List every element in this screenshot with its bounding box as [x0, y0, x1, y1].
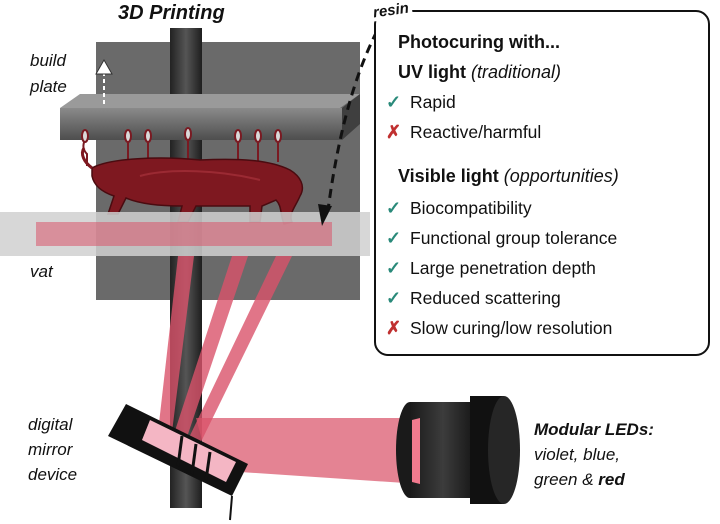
- dmd-label-line1: digital: [28, 415, 73, 434]
- diagram-title: 3D Printing: [118, 2, 225, 24]
- resin-pointer-arrowhead: [318, 204, 332, 226]
- build-plate-side: [342, 94, 360, 140]
- build-plate-label: build plate: [30, 48, 67, 100]
- led-line3: green & red: [534, 467, 654, 492]
- visible-item: ✓ Large penetration depth: [386, 258, 596, 279]
- digital-mirror-device: [108, 404, 248, 521]
- check-icon: ✓: [386, 288, 402, 308]
- visible-heading-bold: Visible light: [398, 166, 499, 186]
- uv-heading: UV light (traditional): [398, 62, 561, 83]
- uv-heading-bold: UV light: [398, 62, 466, 82]
- cross-icon: ✗: [386, 122, 402, 142]
- visible-heading: Visible light (opportunities): [398, 166, 619, 187]
- support-hooks: [81, 127, 282, 166]
- check-icon: ✓: [386, 198, 402, 218]
- visible-item-text: Biocompatibility: [410, 198, 532, 218]
- visible-item-text: Large penetration depth: [410, 258, 596, 278]
- check-icon: ✓: [386, 258, 402, 278]
- visible-item-text: Functional group tolerance: [410, 228, 618, 248]
- uv-item: ✓ Rapid: [386, 92, 456, 113]
- visible-item: ✓ Biocompatibility: [386, 198, 532, 219]
- panel-title: Photocuring with...: [398, 32, 560, 52]
- check-icon: ✓: [386, 92, 402, 112]
- uv-item: ✗ Reactive/harmful: [386, 122, 541, 143]
- beam-1: [158, 256, 194, 432]
- printed-bull: [80, 147, 304, 225]
- build-plate-top: [60, 94, 360, 108]
- led-line3-bold: red: [598, 470, 625, 489]
- resin-layer: [36, 222, 332, 246]
- dmd-label-line2: mirror: [28, 440, 73, 459]
- cross-icon: ✗: [386, 318, 402, 338]
- uv-item-text: Reactive/harmful: [410, 122, 542, 142]
- vat-label: vat: [30, 262, 53, 281]
- check-icon: ✓: [386, 228, 402, 248]
- build-plate-label-line2: plate: [30, 77, 67, 96]
- photocuring-panel: Photocuring with... UV light (traditiona…: [374, 10, 710, 356]
- dmd-label: digital mirror device: [28, 412, 77, 487]
- led-line3-prefix: green &: [534, 470, 599, 489]
- visible-item-text: Reduced scattering: [410, 288, 561, 308]
- visible-item: ✓ Reduced scattering: [386, 288, 561, 309]
- build-plate: [60, 108, 342, 140]
- beam-2: [172, 256, 248, 440]
- visible-item: ✓ Functional group tolerance: [386, 228, 617, 249]
- dmd-label-line3: device: [28, 465, 78, 484]
- visible-heading-italic: (opportunities): [503, 166, 619, 186]
- uv-item-text: Rapid: [410, 92, 456, 112]
- led-beam: [196, 418, 420, 484]
- uv-heading-italic: (traditional): [471, 62, 562, 82]
- build-plate-label-line1: build: [30, 51, 66, 70]
- led-module: [396, 396, 520, 504]
- led-heading: Modular LEDs:: [534, 420, 654, 439]
- visible-item: ✗ Slow curing/low resolution: [386, 318, 612, 339]
- up-arrow-icon: [95, 58, 113, 104]
- led-emitter: [412, 418, 420, 484]
- visible-item-text: Slow curing/low resolution: [410, 318, 613, 338]
- led-label: Modular LEDs: violet, blue, green & red: [534, 417, 654, 492]
- led-line2: violet, blue,: [534, 445, 620, 464]
- beam-3: [184, 256, 292, 448]
